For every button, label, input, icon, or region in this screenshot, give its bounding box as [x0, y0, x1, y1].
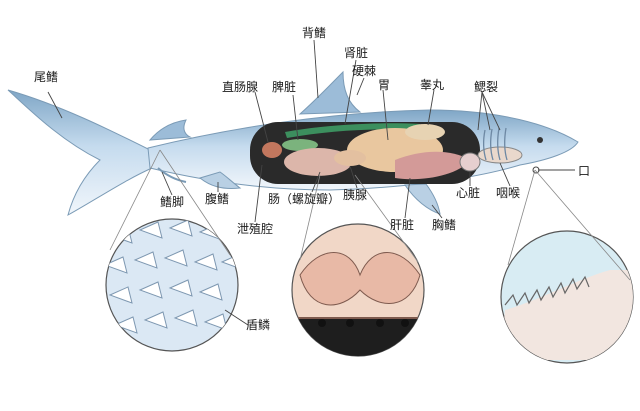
dorsal-fin [298, 70, 362, 115]
pectoral-fin [404, 183, 441, 215]
label-liver: 肝脏 [390, 218, 415, 232]
label-pancreas: 胰腺 [343, 188, 368, 202]
label-mouth: 口 [578, 164, 591, 178]
pancreas-organ [334, 150, 366, 166]
tail-fin [7, 89, 153, 217]
label-placoid-scales: 盾鳞 [246, 318, 271, 332]
heart-organ [459, 152, 481, 172]
clasper [157, 167, 187, 183]
scales-magnifier [105, 218, 239, 352]
label-pectoral-fin: 胸鳍 [432, 218, 457, 232]
second-dorsal-fin [148, 119, 192, 141]
spleen-organ [282, 139, 318, 151]
label-intestine: 肠（螺旋瓣） [268, 192, 341, 206]
eye-icon [537, 137, 543, 143]
pelvic-fin [198, 171, 242, 189]
testis-organ [405, 124, 445, 140]
intestine-organ [284, 148, 352, 176]
teeth-magnifier [500, 230, 634, 364]
label-testis: 睾丸 [420, 78, 445, 92]
label-gill-slits: 鳃裂 [474, 80, 499, 94]
label-heart: 心脏 [456, 186, 481, 200]
label-spine: 硬棘 [352, 64, 377, 78]
liver-organ [395, 151, 470, 180]
label-kidney: 肾脏 [344, 46, 369, 60]
label-tail-fin: 尾鳍 [34, 70, 59, 84]
zoom-connectors [109, 149, 631, 281]
label-spleen: 脾脏 [272, 80, 297, 94]
rectal-gland-organ [262, 142, 282, 158]
label-cloaca: 泄殖腔 [237, 222, 274, 236]
label-clasper: 鳍脚 [160, 195, 185, 209]
label-dorsal-fin: 背鳍 [302, 26, 327, 40]
label-pelvic-fin: 腹鳍 [205, 192, 230, 206]
gill-slits [482, 127, 508, 161]
intestine-magnifier [291, 223, 425, 357]
label-rectal-gland: 直肠腺 [222, 80, 259, 94]
label-pharynx: 咽喉 [496, 186, 521, 200]
leader-lines [47, 39, 575, 326]
label-stomach: 胃 [378, 78, 391, 92]
